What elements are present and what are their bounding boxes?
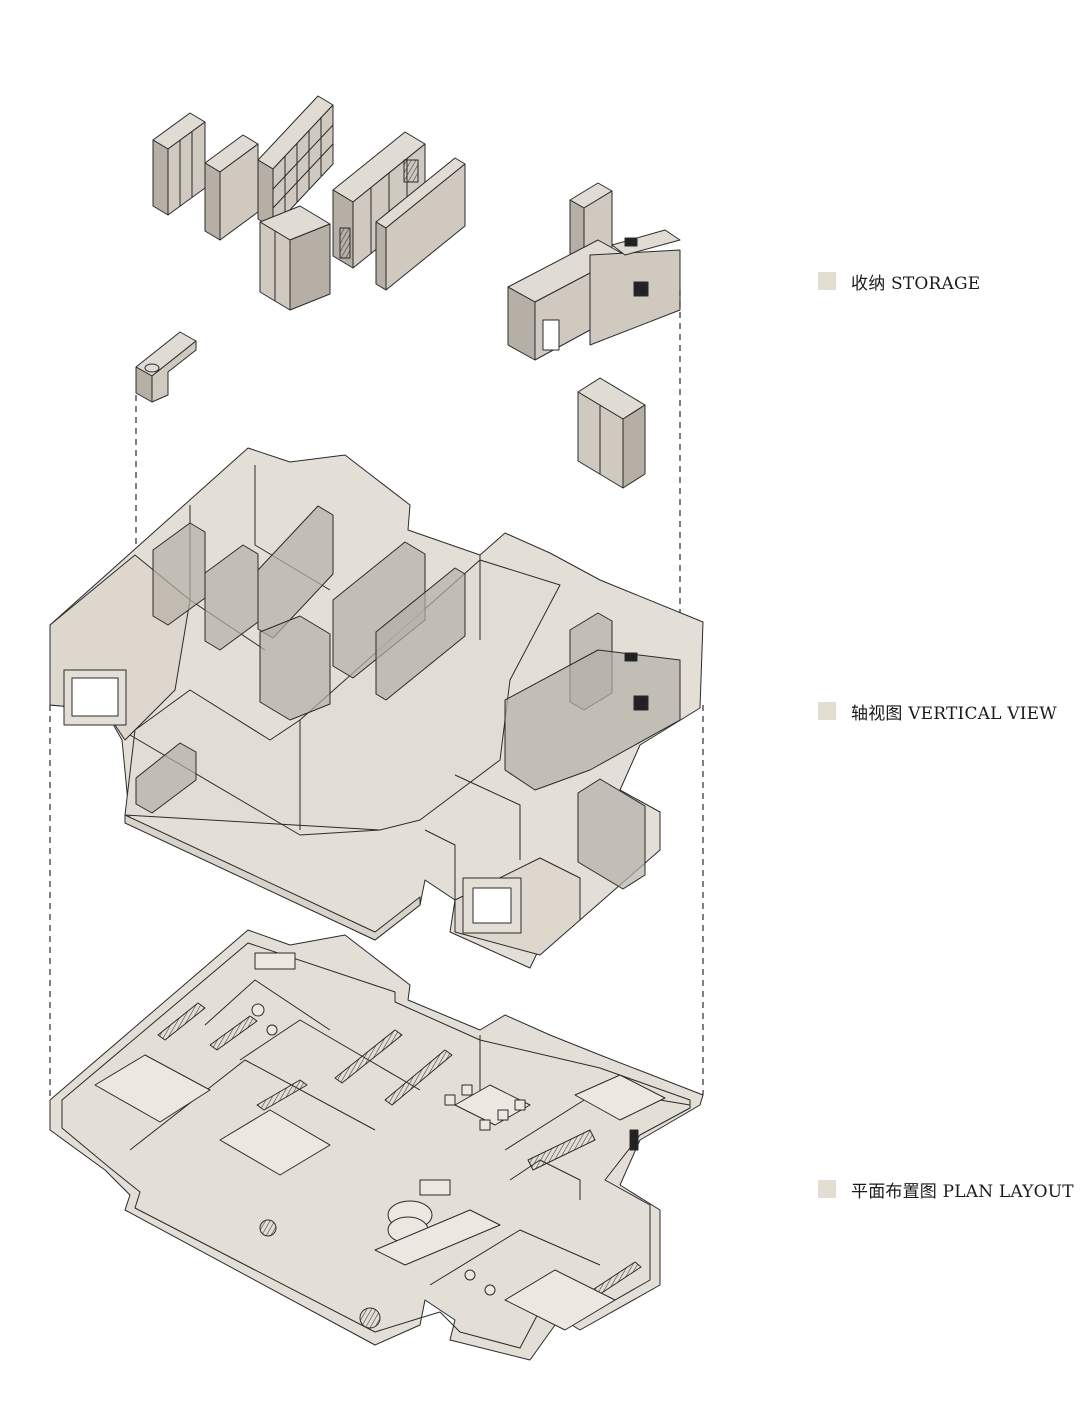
- storage-cabinet: [577, 377, 646, 489]
- plan-beds: [94, 1054, 616, 1331]
- legend-label-storage: 收纳 STORAGE: [851, 273, 981, 294]
- legend-label-vertical-view: 轴视图 VERTICAL VIEW: [851, 703, 1057, 724]
- storage-layer: [135, 95, 681, 489]
- storage-cabinet: [204, 134, 259, 241]
- legend-swatch: [818, 272, 836, 290]
- plan-layout: [49, 929, 704, 1361]
- storage-display-cabinet: [332, 131, 426, 269]
- storage-cabinet: [259, 205, 331, 311]
- plan-floor-outline: [49, 929, 704, 1361]
- plan-living-room: [259, 1179, 501, 1329]
- legend-item-plan-layout: 平面布置图 PLAN LAYOUT: [818, 1178, 1074, 1202]
- storage-kitchen-run: [507, 229, 681, 361]
- storage-vanity: [135, 331, 197, 403]
- legend-label-plan-layout: 平面布置图 PLAN LAYOUT: [851, 1181, 1074, 1202]
- storage-cabinet: [375, 157, 466, 291]
- ghost-cabinets: [135, 505, 681, 890]
- plan-kitchen: [527, 1074, 666, 1171]
- plan-wardrobes: [157, 1002, 642, 1301]
- legend-item-vertical-view: 轴视图 VERTICAL VIEW: [818, 700, 1057, 724]
- legend-swatch: [818, 702, 836, 720]
- legend-item-storage: 收纳 STORAGE: [818, 270, 981, 294]
- plan-bathroom: [251, 952, 496, 1296]
- storage-shelving: [257, 95, 334, 229]
- plan-dining-table: [444, 1084, 531, 1131]
- storage-cabinet: [152, 112, 206, 216]
- legend-swatch: [818, 1180, 836, 1198]
- axonometric-model: [49, 447, 704, 969]
